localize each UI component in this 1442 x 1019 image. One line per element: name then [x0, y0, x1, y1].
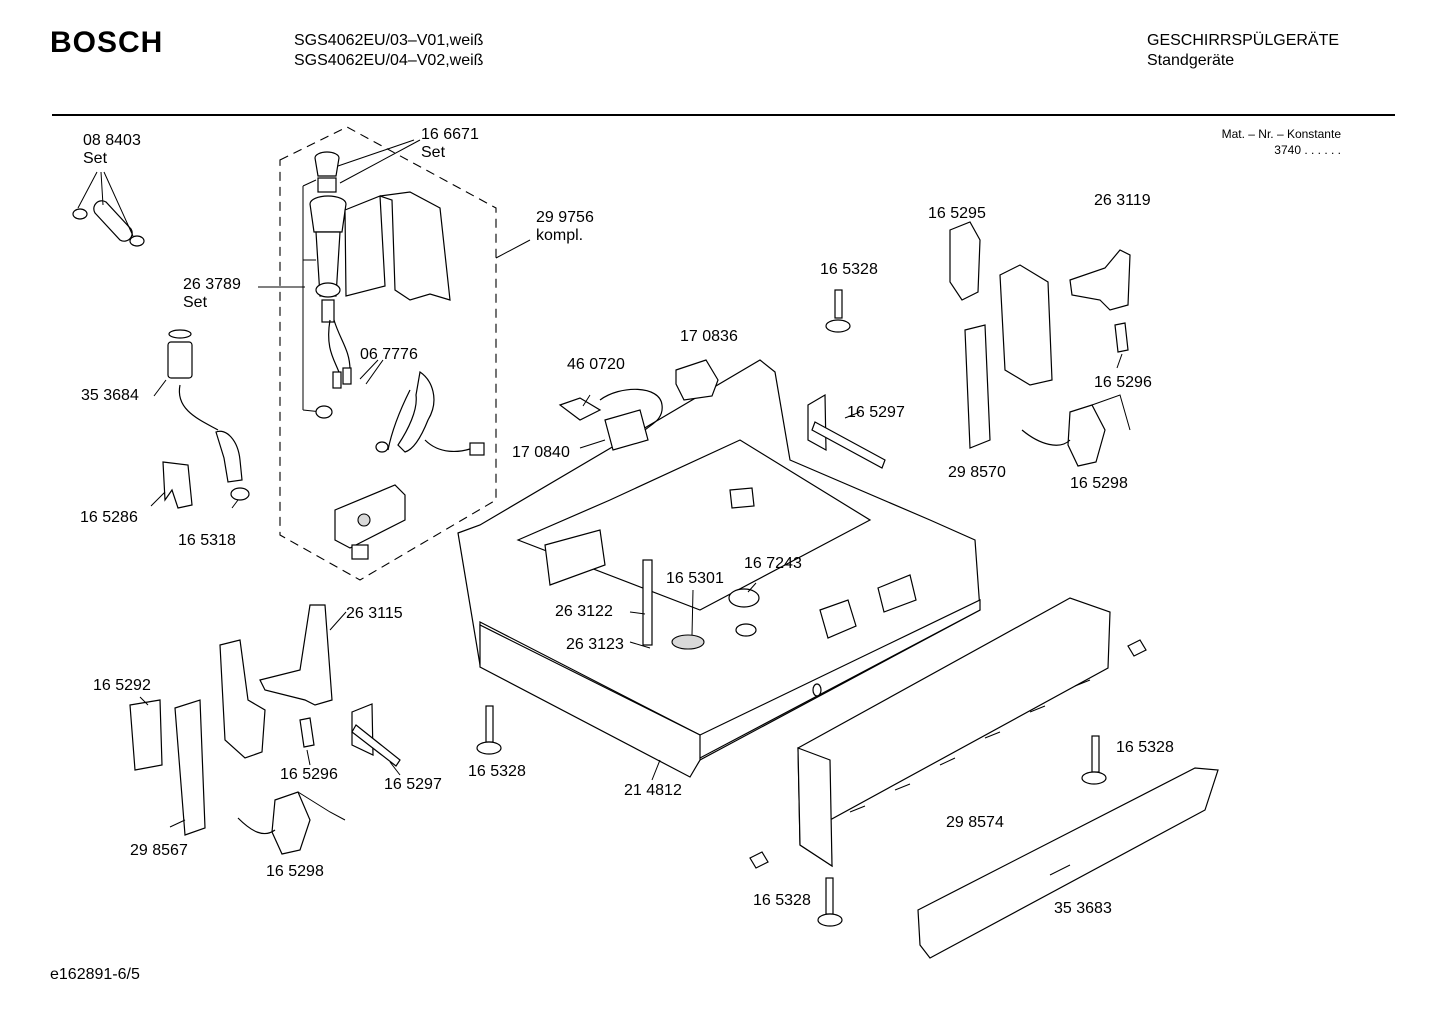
drain-hose-drawing [150, 329, 250, 509]
hose-clamp-set-drawing [72, 171, 145, 247]
label-167243: 16 7243 [744, 555, 802, 572]
plinth-drawing [797, 597, 1111, 868]
label-165328-mid: 16 5328 [468, 763, 526, 780]
label-165298-left: 16 5298 [266, 863, 324, 880]
assembly-boundary [279, 126, 497, 581]
label-263115: 26 3115 [346, 605, 403, 622]
label-353684: 35 3684 [81, 387, 139, 404]
inlet-valve-drawing [258, 139, 485, 560]
mat-nr-block: Mat. – Nr. – Konstante 3740 . . . . . . [1222, 126, 1341, 158]
mat-nr-label: Mat. – Nr. – Konstante [1221, 127, 1341, 141]
label-165301: 16 5301 [666, 570, 724, 587]
drawing-code: e162891-6/5 [50, 966, 140, 983]
label-263122: 26 3122 [555, 603, 613, 620]
label-165298-right: 16 5298 [1070, 475, 1128, 492]
label-165295: 16 5295 [928, 205, 986, 222]
spring-drawing [351, 393, 886, 776]
label-298574: 29 8574 [946, 814, 1004, 831]
label-298567: 29 8567 [130, 842, 188, 859]
label-165328-bottom: 16 5328 [753, 892, 811, 909]
label-165286: 16 5286 [80, 509, 138, 526]
screws-lower-drawing [476, 639, 1147, 927]
label-170836: 17 0836 [680, 328, 738, 345]
category-title: GESCHIRRSPÜLGERÄTE [1147, 32, 1340, 49]
label-165297-left: 16 5297 [384, 776, 442, 793]
hinge-right-drawing [949, 221, 1131, 467]
plinth-panel-drawing [917, 767, 1219, 959]
brand-logo: BOSCH [50, 26, 164, 59]
label-165328-top: 16 5328 [820, 261, 878, 278]
label-353683: 35 3683 [1054, 900, 1112, 917]
label-170840: 17 0840 [512, 444, 570, 461]
hinge-left-drawing [129, 604, 347, 855]
label-165292: 16 5292 [93, 677, 151, 694]
label-165297-right: 16 5297 [847, 404, 905, 421]
header-divider [52, 114, 1395, 116]
label-165296-left: 16 5296 [280, 766, 338, 783]
base-tub-drawing [457, 359, 981, 781]
category-subtitle: Standgeräte [1147, 52, 1235, 69]
label-460720: 46 0720 [567, 356, 625, 373]
mat-nr-value: 3740 . . . . . . [1274, 143, 1341, 157]
label-263123: 26 3123 [566, 636, 624, 653]
screw-drawing [825, 289, 851, 333]
model-line-2: SGS4062EU/04–V02,weiß [294, 52, 484, 69]
label-165318: 16 5318 [178, 532, 236, 549]
label-165328-right: 16 5328 [1116, 739, 1174, 756]
label-165296-right: 16 5296 [1094, 374, 1152, 391]
electronic-sensor-drawing [558, 359, 719, 451]
label-067776: 06 7776 [360, 346, 418, 363]
label-263119: 26 3119 [1094, 192, 1151, 209]
label-214812: 21 4812 [624, 782, 682, 799]
model-line-1: SGS4062EU/03–V01,weiß [294, 32, 484, 49]
label-298570: 29 8570 [948, 464, 1006, 481]
